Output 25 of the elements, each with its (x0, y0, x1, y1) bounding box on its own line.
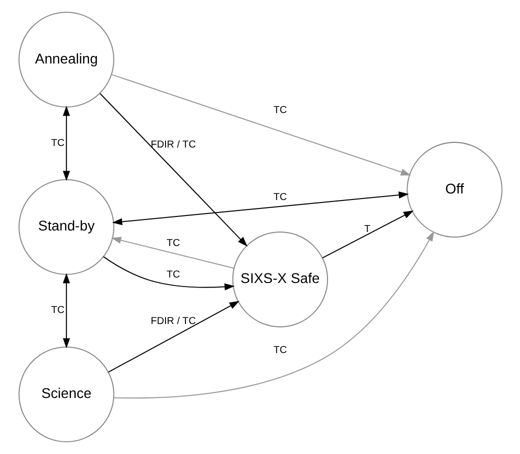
node-circle: Annealing (18, 12, 114, 108)
edge-label: FDIR / TC (150, 316, 196, 327)
edge-label: TC (50, 138, 64, 149)
node-circle: Off (406, 142, 502, 238)
node-circle: Science (18, 346, 114, 442)
arrow (114, 231, 434, 398)
node-circle: SIXS-X Safe (232, 232, 328, 328)
edge-label: FDIR / TC (150, 139, 196, 150)
edge-label: TC (272, 192, 286, 203)
arrow (102, 256, 234, 290)
arrow (111, 74, 410, 176)
edge-label: TC (166, 238, 180, 250)
arrow (110, 236, 234, 269)
arrow (108, 300, 240, 372)
edge-label: TC (166, 269, 180, 280)
arrow (62, 106, 70, 182)
arrow (62, 273, 70, 348)
edge-label: TC (50, 305, 64, 316)
node-circle: Stand-by (18, 179, 114, 275)
edge-label: TC (272, 105, 286, 116)
arrow (112, 191, 408, 226)
arrow (99, 93, 248, 247)
edge-label: TC (272, 345, 286, 356)
edge-label: T (364, 224, 370, 236)
arrow (322, 210, 414, 258)
